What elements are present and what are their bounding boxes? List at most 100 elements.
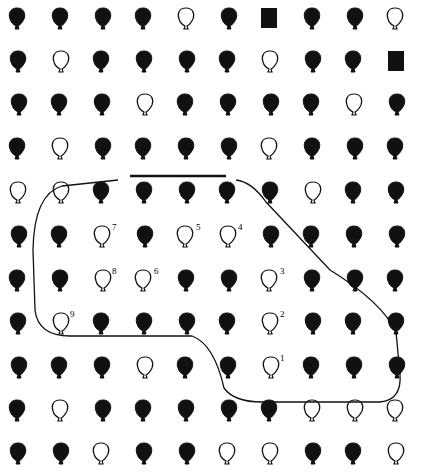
- callout-number: 5: [196, 222, 201, 232]
- open-balloon: [261, 270, 276, 291]
- filled-balloon: [388, 182, 403, 203]
- callout-number: 3: [280, 266, 285, 276]
- filled-balloon: [345, 313, 360, 334]
- filled-balloon: [304, 270, 319, 291]
- filled-balloon: [135, 138, 150, 159]
- filled-balloon: [136, 182, 151, 203]
- filled-square: [261, 8, 277, 28]
- filled-balloon: [178, 400, 193, 421]
- filled-balloon: [95, 8, 110, 29]
- filled-balloon: [9, 270, 24, 291]
- callout-number: 8: [112, 266, 117, 276]
- filled-balloon: [95, 400, 110, 421]
- filled-balloon: [94, 94, 109, 115]
- open-balloon: [95, 270, 110, 291]
- filled-balloon: [347, 138, 362, 159]
- balloon-symbols: [9, 8, 404, 464]
- filled-balloon: [9, 8, 24, 29]
- filled-balloon: [389, 357, 404, 378]
- filled-balloon: [221, 8, 236, 29]
- bar: [130, 175, 226, 178]
- callout-number: 4: [238, 222, 243, 232]
- filled-balloon: [10, 51, 25, 72]
- filled-balloon: [304, 8, 319, 29]
- callout-number: 6: [154, 266, 159, 276]
- open-balloon: [347, 400, 362, 421]
- filled-balloon: [219, 313, 234, 334]
- filled-balloon: [93, 51, 108, 72]
- open-balloon: [52, 400, 67, 421]
- open-balloon: [304, 400, 319, 421]
- filled-balloon: [135, 400, 150, 421]
- filled-balloon: [10, 313, 25, 334]
- filled-balloon: [389, 226, 404, 247]
- filled-balloon: [11, 226, 26, 247]
- filled-balloon: [94, 357, 109, 378]
- filled-balloon: [346, 226, 361, 247]
- filled-balloon: [9, 400, 24, 421]
- filled-balloon: [305, 313, 320, 334]
- filled-balloon: [220, 357, 235, 378]
- filled-balloon: [179, 313, 194, 334]
- callout-number: 7: [112, 222, 117, 232]
- filled-balloon: [135, 8, 150, 29]
- filled-balloon: [389, 94, 404, 115]
- filled-balloon: [219, 51, 234, 72]
- filled-balloon: [345, 443, 360, 464]
- filled-balloon: [303, 94, 318, 115]
- open-balloon: [262, 443, 277, 464]
- filled-balloon: [179, 51, 194, 72]
- open-balloon: [137, 357, 152, 378]
- filled-balloon: [178, 270, 193, 291]
- open-balloon: [262, 313, 277, 334]
- filled-balloon: [9, 138, 24, 159]
- filled-balloon: [11, 94, 26, 115]
- open-balloon: [220, 226, 235, 247]
- filled-balloon: [221, 400, 236, 421]
- open-balloon: [261, 138, 276, 159]
- filled-balloon: [51, 357, 66, 378]
- filled-balloon: [179, 182, 194, 203]
- filled-balloon: [136, 51, 151, 72]
- filled-balloon: [93, 313, 108, 334]
- open-balloon: [346, 94, 361, 115]
- callout-number: 9: [70, 309, 75, 319]
- filled-balloon: [304, 138, 319, 159]
- filled-balloon: [305, 51, 320, 72]
- open-balloon: [305, 182, 320, 203]
- filled-balloon: [345, 182, 360, 203]
- filled-balloon: [10, 443, 25, 464]
- filled-balloon: [52, 8, 67, 29]
- filled-balloon: [52, 270, 67, 291]
- filled-balloon: [346, 357, 361, 378]
- filled-balloon: [221, 138, 236, 159]
- filled-balloon: [219, 182, 234, 203]
- filled-balloon: [347, 270, 362, 291]
- filled-balloon: [137, 226, 152, 247]
- filled-balloon: [220, 94, 235, 115]
- filled-balloon: [387, 138, 402, 159]
- filled-balloon: [303, 357, 318, 378]
- filled-balloon: [263, 226, 278, 247]
- open-balloon: [137, 94, 152, 115]
- filled-balloon: [136, 443, 151, 464]
- open-balloon: [93, 443, 108, 464]
- filled-balloon: [263, 94, 278, 115]
- open-balloon: [387, 400, 402, 421]
- filled-balloon: [177, 94, 192, 115]
- filled-balloon: [11, 357, 26, 378]
- filled-balloon: [95, 138, 110, 159]
- open-balloon: [177, 226, 192, 247]
- filled-balloon: [221, 270, 236, 291]
- filled-balloon: [345, 51, 360, 72]
- open-balloon: [135, 270, 150, 291]
- open-balloon: [387, 8, 402, 29]
- filled-balloon: [51, 226, 66, 247]
- open-balloon: [94, 226, 109, 247]
- open-balloon: [10, 182, 25, 203]
- callout-number: 1: [280, 353, 285, 363]
- open-balloon: [262, 51, 277, 72]
- callout-number: 2: [280, 309, 285, 319]
- filled-balloon: [387, 270, 402, 291]
